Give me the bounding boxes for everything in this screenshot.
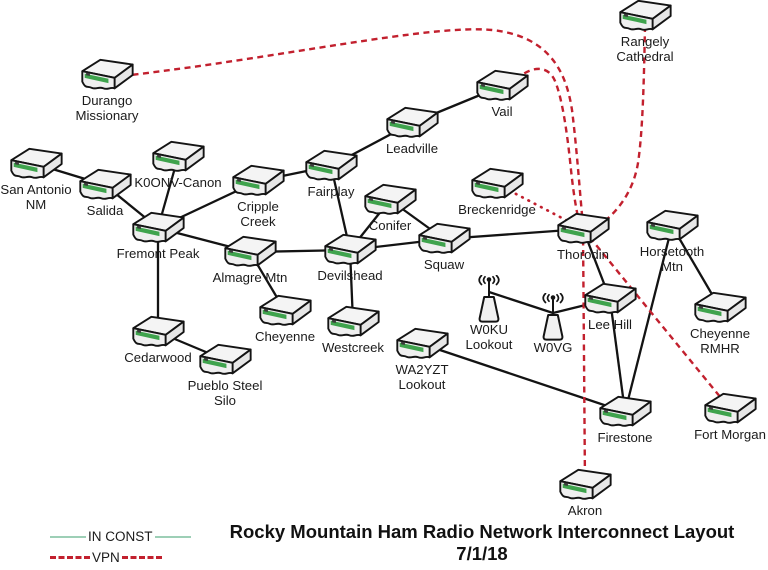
- router-icon: [76, 166, 134, 204]
- legend-item-vpn: VPN: [50, 547, 191, 568]
- router-icon: [473, 67, 531, 105]
- node-label: Westcreek: [321, 340, 385, 355]
- node-label: Lee Hill: [588, 317, 632, 332]
- node-label: Thorodin: [556, 247, 610, 262]
- in-const-line-sample: [50, 535, 86, 538]
- router-icon: [324, 303, 382, 341]
- node-label: Cheyenne: [254, 329, 316, 344]
- title-block: Rocky Mountain Ham Radio Network Interco…: [196, 521, 768, 565]
- router-icon: [129, 209, 187, 247]
- antenna-icon: [535, 292, 571, 343]
- router-icon: [361, 181, 419, 219]
- node-label: Salida: [86, 203, 124, 218]
- vpn-line-sample: [121, 556, 162, 559]
- router-icon: [256, 292, 314, 330]
- diagram-date: 7/1/18: [456, 542, 508, 564]
- node-label: Firestone: [597, 430, 653, 445]
- node-label: Breckenridge: [458, 202, 536, 217]
- router-icon: [581, 280, 639, 318]
- legend-label: IN CONST: [88, 529, 153, 544]
- link-horsetooth-firestone: [623, 225, 674, 413]
- node-label: Cedarwood: [124, 350, 192, 365]
- diagram-title: Rocky Mountain Ham Radio Network Interco…: [229, 521, 735, 542]
- node-label: Akron: [567, 503, 603, 518]
- router-icon: [468, 165, 526, 203]
- legend: IN CONST VPN: [50, 526, 191, 568]
- node-label: W0VG: [533, 340, 573, 355]
- node-label: Vail: [491, 104, 513, 119]
- router-icon: [129, 313, 187, 351]
- router-icon: [149, 138, 207, 176]
- node-label: Conifer: [368, 218, 412, 233]
- router-icon: [596, 393, 654, 431]
- router-icon: [7, 145, 65, 183]
- router-icon: [415, 220, 473, 258]
- router-icon: [221, 233, 279, 271]
- link-rangely-thorodin: [596, 25, 647, 228]
- router-icon: [229, 162, 287, 200]
- vpn-line-sample: [50, 556, 90, 559]
- link-lee-hill-firestone: [608, 298, 627, 413]
- router-icon: [383, 104, 441, 142]
- link-thorodin-akron: [581, 228, 587, 486]
- router-icon: [616, 0, 674, 35]
- router-icon: [321, 231, 379, 269]
- router-icon: [643, 207, 701, 245]
- node-label: Almagre Mtn: [212, 270, 288, 285]
- router-icon: [554, 210, 612, 248]
- link-thorodin-fort-morgan: [582, 228, 731, 410]
- router-icon: [393, 325, 451, 363]
- node-label: Devilshead: [317, 268, 383, 283]
- link-w0ku-w0vg: [488, 290, 554, 315]
- link-wa2yzt-firestone: [421, 342, 626, 414]
- node-label: Fort Morgan: [694, 427, 766, 442]
- link-durango-thorodin: [121, 28, 585, 226]
- antenna-icon: [471, 274, 507, 325]
- in-const-line-sample: [154, 535, 191, 538]
- router-icon: [701, 390, 759, 428]
- legend-item-in-const: IN CONST: [50, 526, 191, 547]
- node-label: K0ONV-Canon: [134, 175, 222, 190]
- link-vail-thorodin: [515, 67, 582, 226]
- node-label: Leadville: [385, 141, 439, 156]
- router-icon: [691, 289, 749, 327]
- node-label: Squaw: [423, 257, 465, 272]
- node-label: Fairplay: [307, 184, 355, 199]
- node-label: Fremont Peak: [116, 246, 200, 261]
- legend-label: VPN: [92, 550, 120, 565]
- router-icon: [556, 466, 614, 504]
- router-icon: [196, 341, 254, 379]
- router-icon: [302, 147, 360, 185]
- link-breckenridge-thorodin: [495, 182, 585, 231]
- router-icon: [78, 56, 136, 94]
